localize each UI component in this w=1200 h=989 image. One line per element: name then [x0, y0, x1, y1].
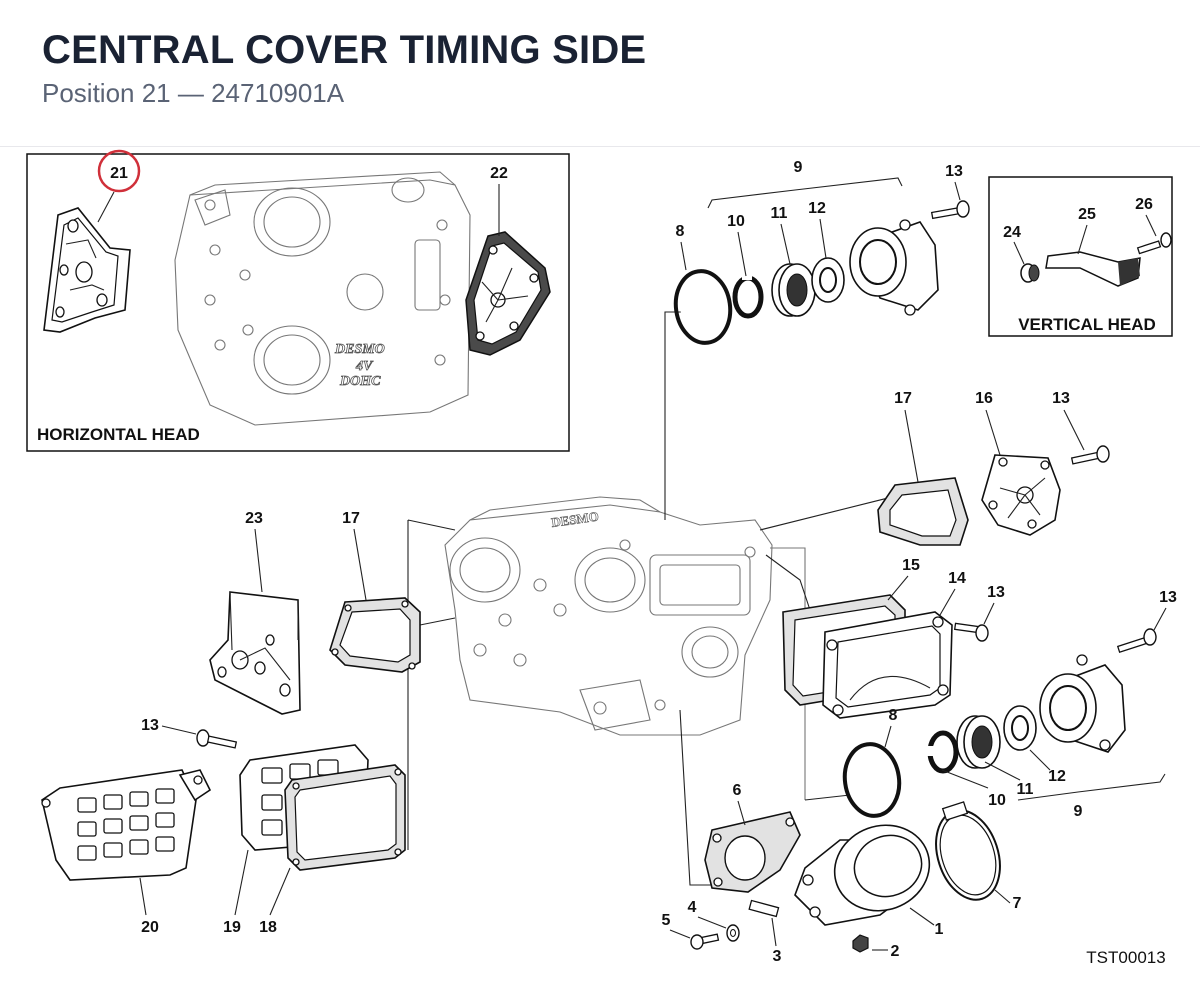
callout-9-bottom[interactable]: 9 — [1074, 803, 1083, 820]
callout-4[interactable]: 4 — [688, 899, 697, 916]
dohc-engraving: DOHC — [339, 374, 381, 389]
callout-11-top[interactable]: 11 — [771, 205, 788, 222]
horizontal-head-label: HORIZONTAL HEAD — [37, 425, 200, 444]
callout-14[interactable]: 14 — [948, 570, 966, 587]
gasket-part-18[interactable] — [284, 764, 406, 871]
screw-part-26[interactable] — [1136, 232, 1172, 255]
cover-assembly-left: 23 17 — [209, 510, 421, 715]
cover-part-16[interactable] — [981, 454, 1061, 536]
page-title: CENTRAL COVER TIMING SIDE — [42, 28, 647, 72]
gasket-part-17-right[interactable] — [877, 477, 969, 546]
vertical-head-label: VERTICAL HEAD — [1018, 315, 1156, 334]
page-subtitle: Position 21 — 24710901A — [42, 78, 345, 108]
4v-engraving: 4V — [355, 359, 374, 374]
stud-part-3[interactable] — [748, 899, 780, 918]
bearing-assembly-top: 9 8 10 11 12 — [671, 159, 970, 347]
plate-part-20[interactable] — [41, 769, 212, 881]
screw-part-13-top[interactable] — [930, 200, 970, 220]
screw-part-5[interactable] — [690, 933, 720, 950]
plate-20-grid — [77, 788, 175, 861]
spacer-part-24[interactable] — [1020, 263, 1040, 283]
callout-10-bottom[interactable]: 10 — [988, 792, 1006, 809]
bearing-assembly-bottom: 8 13 10 11 12 — [840, 589, 1177, 820]
leader-25 — [1077, 224, 1088, 255]
callout-6[interactable]: 6 — [733, 782, 742, 799]
callout-1[interactable]: 1 — [935, 921, 944, 938]
callout-8-top[interactable]: 8 — [676, 223, 685, 240]
leader-26 — [1145, 214, 1157, 237]
clamp-part-7[interactable] — [925, 801, 1010, 908]
screw-part-13-mid[interactable] — [953, 622, 989, 642]
screw-part-13-far-right[interactable] — [1116, 628, 1157, 653]
callout-26[interactable]: 26 — [1135, 196, 1153, 213]
bearing-part-11-bottom[interactable] — [956, 715, 1001, 769]
callout-24[interactable]: 24 — [1003, 224, 1021, 241]
circlip-part-10-bottom[interactable] — [926, 730, 959, 774]
gasket-part-17-left[interactable] — [329, 597, 421, 673]
seal-part-12-bottom[interactable] — [1003, 705, 1037, 751]
o-ring-part-8-top[interactable] — [671, 268, 734, 347]
central-cover-part-21[interactable] — [43, 207, 131, 333]
callout-17-right[interactable]: 17 — [894, 390, 912, 407]
callout-10-top[interactable]: 10 — [727, 213, 745, 230]
callout-13-left[interactable]: 13 — [141, 717, 159, 734]
cover-part-14[interactable] — [822, 611, 953, 719]
gasket-part-6[interactable] — [704, 811, 801, 893]
callout-23[interactable]: 23 — [245, 510, 263, 527]
housing-part-bottom[interactable] — [1039, 654, 1126, 753]
callout-13-mid[interactable]: 13 — [987, 584, 1005, 601]
o-ring-part-8-bottom[interactable] — [840, 741, 903, 820]
nut-part-2[interactable] — [852, 934, 869, 953]
callout-9-top[interactable]: 9 — [794, 159, 803, 176]
callout-22[interactable]: 22 — [490, 165, 508, 182]
callout-12-bottom[interactable]: 12 — [1048, 768, 1066, 785]
horizontal-head-ghost: DESMO 4V DOHC — [174, 171, 471, 426]
cover-part-23[interactable] — [209, 591, 301, 715]
callout-15[interactable]: 15 — [902, 557, 920, 574]
desmo-engraving: DESMO — [334, 342, 385, 357]
callout-11-bottom[interactable]: 11 — [1017, 781, 1034, 798]
washer-part-4[interactable] — [726, 924, 740, 942]
housing-part-top[interactable] — [849, 219, 939, 316]
callout-16[interactable]: 16 — [975, 390, 993, 407]
callout-3[interactable]: 3 — [773, 948, 782, 965]
screw-part-13-right[interactable] — [1070, 445, 1110, 465]
callout-21[interactable]: 21 — [110, 165, 128, 182]
vertical-head-inset: 24 25 26 VERTICAL HEAD — [988, 176, 1173, 337]
page-header: CENTRAL COVER TIMING SIDE Position 21 — … — [0, 0, 1200, 147]
drawing-code: TST00013 — [1086, 948, 1165, 967]
callout-13-right[interactable]: 13 — [1052, 390, 1070, 407]
block-engraving: DESMO — [550, 508, 599, 529]
intake-assembly: 6 1 7 2 3 4 — [662, 782, 1022, 965]
callout-5[interactable]: 5 — [662, 912, 671, 929]
cover-assembly-right: 17 16 13 — [877, 390, 1110, 546]
bearing-part-11-top[interactable] — [771, 263, 816, 317]
circlip-part-10-top[interactable] — [732, 272, 764, 319]
cover-assembly-lower-right: 15 14 13 — [782, 557, 1005, 719]
callout-12-top[interactable]: 12 — [808, 200, 826, 217]
callout-17-left[interactable]: 17 — [342, 510, 360, 527]
bracket-part-25[interactable] — [1045, 251, 1141, 287]
highlight-ring — [97, 149, 141, 193]
leader-24 — [1013, 241, 1025, 265]
callout-19[interactable]: 19 — [223, 919, 241, 936]
callout-7[interactable]: 7 — [1013, 895, 1022, 912]
leader-21 — [97, 191, 115, 223]
callout-13-far-right[interactable]: 13 — [1159, 589, 1177, 606]
seal-part-12-top[interactable] — [811, 257, 845, 303]
intake-manifold-part-1[interactable] — [794, 812, 941, 926]
callout-13-top[interactable]: 13 — [945, 163, 963, 180]
cover-assembly-bottom-left: 20 19 18 13 — [41, 717, 406, 936]
callout-8-bottom[interactable]: 8 — [889, 707, 898, 724]
callout-2[interactable]: 2 — [891, 943, 900, 960]
callout-20[interactable]: 20 — [141, 919, 159, 936]
callout-25[interactable]: 25 — [1078, 206, 1096, 223]
end-plate-part-22[interactable] — [465, 231, 551, 356]
horizontal-head-inset: DESMO 4V DOHC 21 — [26, 149, 570, 452]
screw-part-13-left[interactable] — [196, 729, 238, 749]
engine-block-ghost: DESMO — [444, 496, 806, 800]
callout-18[interactable]: 18 — [259, 919, 277, 936]
